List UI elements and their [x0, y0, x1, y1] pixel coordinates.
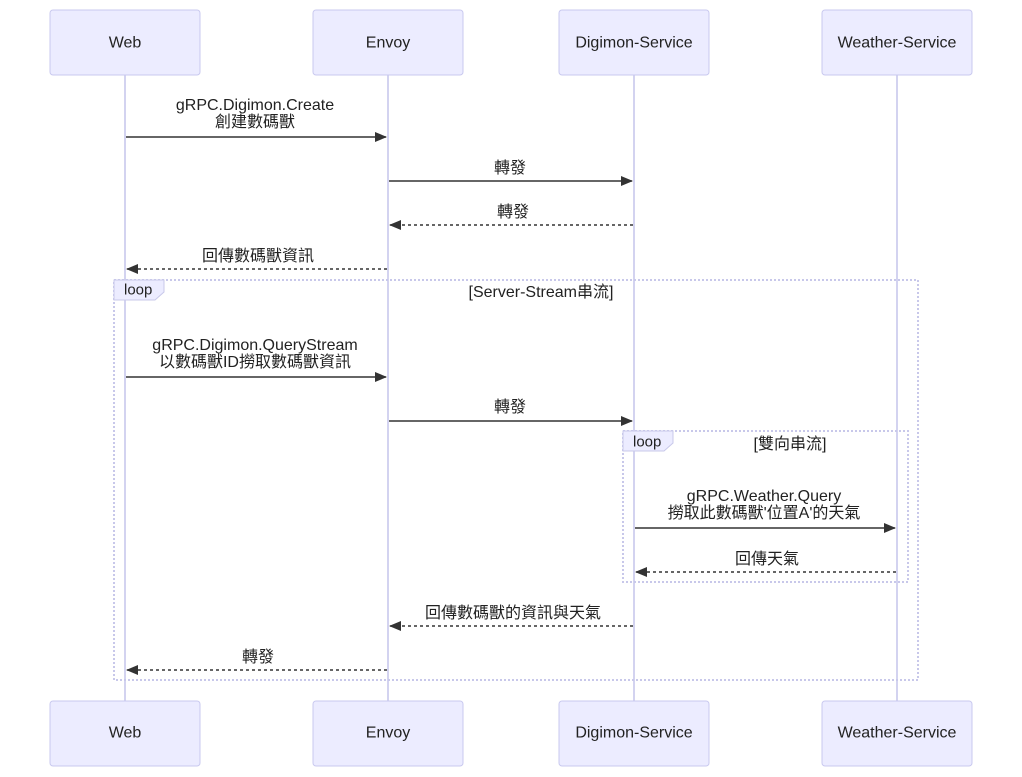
message: 回傳數碼獸的資訊與天氣 [389, 604, 633, 631]
loop-server-stream: loop [Server-Stream串流] [113, 279, 919, 681]
loop-condition: [雙向串流] [754, 435, 827, 453]
loop-label: loop [633, 434, 661, 451]
actor-label: Digimon-Service [575, 35, 692, 52]
message-label: gRPC.Digimon.QueryStream [152, 337, 357, 354]
message-label: 以數碼獸ID撈取數碼獸資訊 [159, 353, 351, 371]
actor-label: Envoy [366, 35, 410, 52]
actors-bottom: Web Envoy Digimon-Service Weather-Servic… [49, 700, 973, 767]
actor-box [49, 9, 201, 76]
message-label: gRPC.Weather.Query [687, 488, 841, 505]
actor-weather-service: Weather-Service [821, 9, 973, 76]
actor-digimon-service: Digimon-Service [558, 9, 710, 76]
message-label: 轉發 [242, 648, 274, 666]
message: gRPC.Weather.Query 撈取此數碼獸'位置A'的天氣 [635, 488, 896, 533]
loop-bidirectional-stream: loop [雙向串流] [622, 430, 909, 583]
actor-box [312, 9, 464, 76]
actor-digimon-service: Digimon-Service [558, 700, 710, 767]
actor-box [821, 9, 973, 76]
loop-label: loop [124, 282, 152, 299]
actor-label: Digimon-Service [575, 725, 692, 742]
actor-label: Weather-Service [838, 35, 957, 52]
actor-box [558, 700, 710, 767]
lifelines [124, 75, 898, 701]
message-label: 回傳天氣 [735, 550, 799, 568]
message-label: 撈取此數碼獸'位置A'的天氣 [668, 504, 861, 522]
message-label: 轉發 [494, 398, 526, 416]
message: gRPC.Digimon.Create 創建數碼獸 [126, 97, 387, 142]
message: 轉發 [126, 648, 387, 675]
actor-label: Web [109, 35, 142, 52]
message: gRPC.Digimon.QueryStream 以數碼獸ID撈取數碼獸資訊 [126, 337, 387, 382]
message-label: 轉發 [497, 203, 529, 221]
message: 回傳數碼獸資訊 [126, 247, 387, 274]
message-label: 回傳數碼獸的資訊與天氣 [425, 604, 601, 622]
message: 轉發 [389, 398, 633, 426]
actors-top: Web Envoy Digimon-Service Weather-Servic… [49, 9, 973, 76]
actor-web: Web [49, 9, 201, 76]
message: 轉發 [389, 159, 633, 186]
loop-frame [113, 279, 919, 681]
actor-label: Weather-Service [838, 725, 957, 742]
actor-box [558, 9, 710, 76]
actor-envoy: Envoy [312, 700, 464, 767]
loop-condition: [Server-Stream串流] [469, 283, 614, 301]
actor-box [821, 700, 973, 767]
message: 轉發 [389, 203, 633, 230]
loop-tab [622, 430, 674, 452]
actor-envoy: Envoy [312, 9, 464, 76]
actor-box [312, 700, 464, 767]
messages: gRPC.Digimon.Create 創建數碼獸 轉發 轉發 回傳數碼獸資訊 … [126, 97, 896, 675]
loop-tab [113, 279, 165, 301]
message-label: 創建數碼獸 [215, 113, 295, 131]
actor-web: Web [49, 700, 201, 767]
actor-box [49, 700, 201, 767]
message-label: 轉發 [494, 159, 526, 177]
message-label: 回傳數碼獸資訊 [202, 247, 314, 265]
message: 回傳天氣 [635, 550, 896, 577]
actor-label: Web [109, 725, 142, 742]
message-label: gRPC.Digimon.Create [176, 97, 334, 114]
loop-frame [622, 430, 909, 583]
actor-label: Envoy [366, 725, 410, 742]
actor-weather-service: Weather-Service [821, 700, 973, 767]
